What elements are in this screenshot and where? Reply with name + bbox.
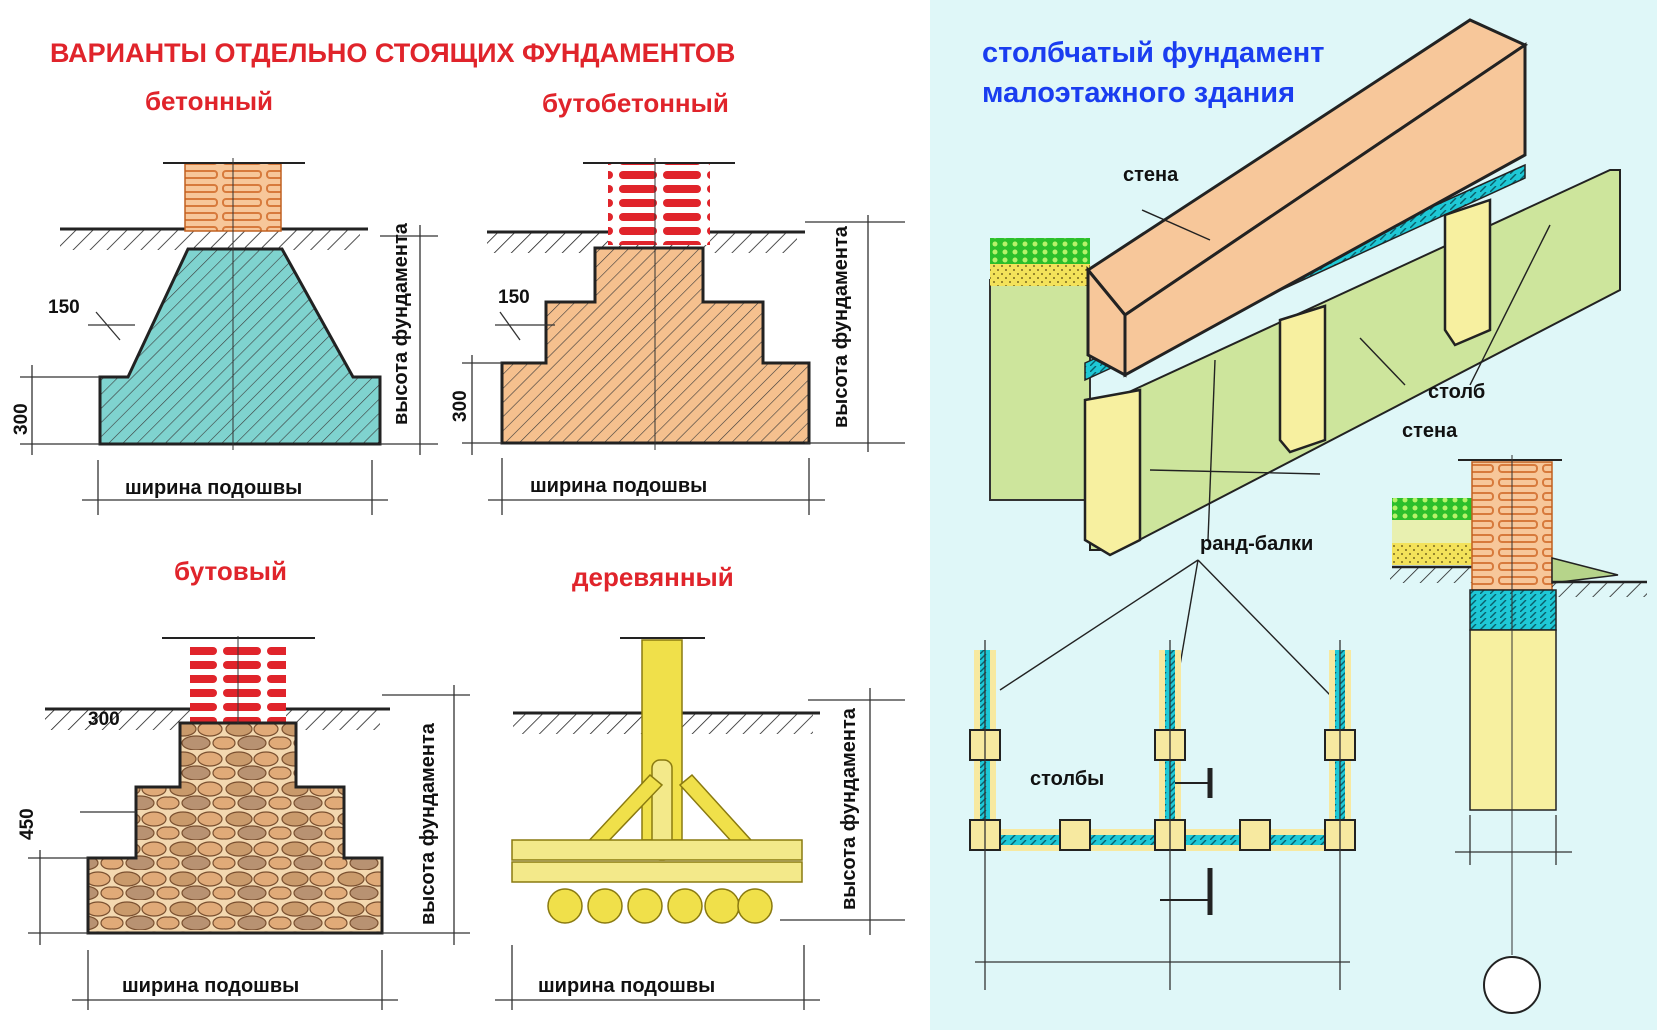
- rubble-concrete-footing-drawing: [462, 158, 905, 515]
- label-post: столб: [1428, 381, 1485, 403]
- label-posts: столбы: [1030, 768, 1104, 790]
- rubble-height-dimension: 450: [17, 808, 38, 840]
- timber-height-label: высота фундамента: [838, 707, 860, 910]
- rubble-concrete-width-label: ширина подошвы: [530, 475, 707, 497]
- concrete-footing-drawing: [20, 158, 438, 515]
- right-title-line1: столбчатый фундамент: [982, 37, 1324, 69]
- isometric-building-drawing: [989, 18, 1621, 557]
- rubble-footing-drawing: [28, 636, 470, 1010]
- timber-footing-drawing: [495, 637, 905, 1010]
- right-title-line2: малоэтажного здания: [982, 77, 1295, 109]
- main-title: ВАРИАНТЫ ОТДЕЛЬНО СТОЯЩИХ ФУНДАМЕНТОВ: [50, 38, 735, 68]
- concrete-height-dimension: 300: [11, 403, 32, 435]
- label-grade-beams: ранд-балки: [1200, 533, 1313, 555]
- rubble-concrete-height-label: высота фундамента: [830, 225, 852, 428]
- concrete-step-dimension: 150: [48, 297, 80, 318]
- panel-title-timber: деревянный: [572, 562, 734, 592]
- timber-width-label: ширина подошвы: [538, 975, 715, 997]
- panel-title-rubble-concrete: бутобетонный: [542, 88, 729, 118]
- panel-title-concrete: бетонный: [145, 86, 273, 116]
- section-view-drawing: [1390, 455, 1647, 1014]
- rubble-concrete-height-dimension: 300: [450, 390, 471, 422]
- rubble-step-dimension: 300: [88, 709, 120, 730]
- rubble-height-label: высота фундамента: [417, 722, 439, 925]
- label-wall-side: стена: [1402, 420, 1458, 442]
- label-wall-top: стена: [1123, 164, 1179, 186]
- concrete-width-label: ширина подошвы: [125, 477, 302, 499]
- rubble-width-label: ширина подошвы: [122, 975, 299, 997]
- concrete-height-label: высота фундамента: [390, 222, 412, 425]
- plan-view-drawing: [969, 559, 1356, 990]
- panel-title-rubble: бутовый: [174, 556, 287, 586]
- rubble-concrete-step-dimension: 150: [498, 287, 530, 308]
